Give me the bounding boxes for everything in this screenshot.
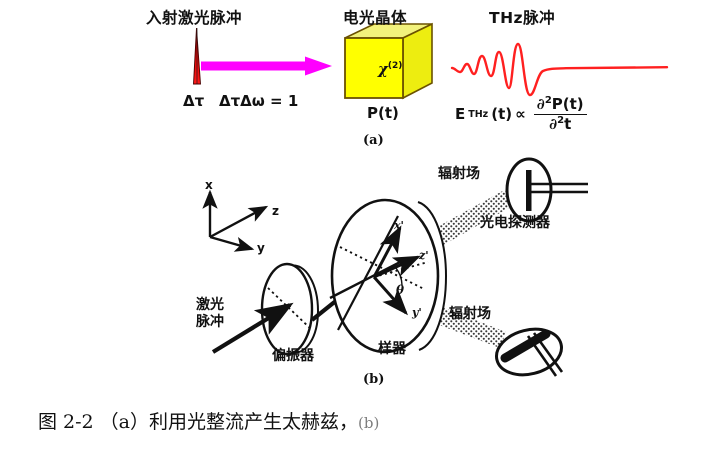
- panel-b-label: (b): [363, 372, 385, 387]
- axis-label-x: x: [205, 178, 213, 192]
- electro-optic-crystal-cube-icon: [344, 22, 433, 100]
- sample-disk-icon: [329, 198, 448, 354]
- laser-pulse-label-line1: 激光: [196, 297, 224, 313]
- uncertainty-relation-label: ΔτΔω = 1: [219, 92, 299, 110]
- axis-label-z: z: [272, 204, 279, 218]
- formula-fraction: ∂2P(t) ∂2t: [533, 95, 587, 133]
- theta-angle-label: θ: [396, 283, 405, 297]
- polarization-label: P(t): [367, 104, 399, 122]
- chi-symbol: χ: [378, 60, 388, 78]
- formula-lhs-subscript: THz: [468, 108, 489, 120]
- chi-susceptibility-label: χ(2): [378, 60, 402, 78]
- formula-numerator: ∂2P(t): [533, 95, 587, 115]
- coordinate-axes-icon: [202, 189, 269, 252]
- thz-pulse-label: THz脉冲: [489, 9, 556, 27]
- proportional-sign: ∝: [515, 105, 526, 124]
- panel-a-label: (a): [363, 133, 384, 148]
- sample-label: 样器: [378, 341, 406, 357]
- polarizer-icon: [260, 262, 320, 356]
- axis-label-y: y: [257, 241, 265, 255]
- crystal-label: 电光晶体: [343, 9, 408, 27]
- photodetector-upper-icon: [505, 157, 588, 223]
- photodetector-lower-icon: [495, 327, 564, 377]
- figure-caption: 图 2-2 （a）利用光整流产生太赫兹，(b): [38, 407, 379, 434]
- radiation-field-lower-label: 辐射场: [449, 306, 491, 322]
- formula-lhs: E: [455, 105, 466, 124]
- sample-axis-label-y-prime: y': [412, 306, 422, 319]
- photodetector-label: 光电探测器: [480, 215, 550, 231]
- laser-pulse-label: 激光 脉冲: [196, 297, 224, 331]
- radiation-cone-lower: [426, 303, 506, 348]
- magenta-process-arrow-icon: [201, 56, 332, 76]
- delta-tau-label: Δτ: [183, 92, 205, 110]
- formula-lhs-arg: (t): [491, 105, 513, 124]
- chi-exponent: (2): [387, 61, 403, 71]
- sample-axis-label-z-prime: z': [419, 249, 429, 262]
- polarizer-label: 偏振器: [272, 348, 314, 364]
- incident-pulse-label: 入射激光脉冲: [146, 9, 243, 27]
- thz-pulse-waveform: [450, 42, 669, 97]
- incident-laser-pulse-icon: [193, 27, 201, 85]
- laser-pulse-label-line2: 脉冲: [196, 314, 224, 330]
- figure-caption-clipped-tail: (b): [358, 414, 380, 432]
- sample-axis-label-x-prime: x': [394, 219, 404, 232]
- radiation-cone-upper: [428, 188, 512, 248]
- figure-caption-text: 图 2-2 （a）利用光整流产生太赫兹，: [38, 411, 359, 433]
- formula-denominator: ∂2t: [549, 114, 572, 133]
- radiation-field-upper-label: 辐射场: [438, 166, 480, 182]
